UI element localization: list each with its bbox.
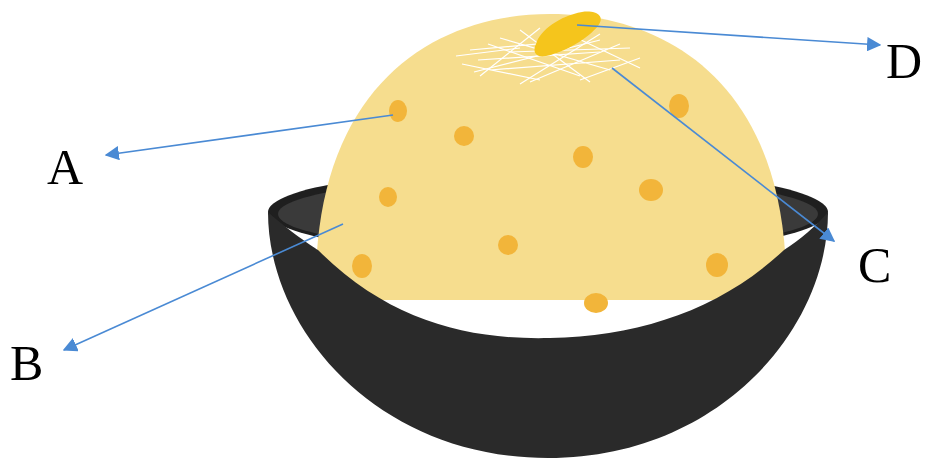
part-label: B xyxy=(10,338,43,388)
part-label: C xyxy=(858,240,891,290)
bowl-front xyxy=(268,212,828,458)
part-label: A xyxy=(47,142,83,192)
part-label: D xyxy=(886,36,922,86)
food-dome xyxy=(316,14,786,300)
yellow-topping xyxy=(534,12,600,57)
leader-lines xyxy=(64,25,880,350)
food-spots xyxy=(352,94,728,313)
